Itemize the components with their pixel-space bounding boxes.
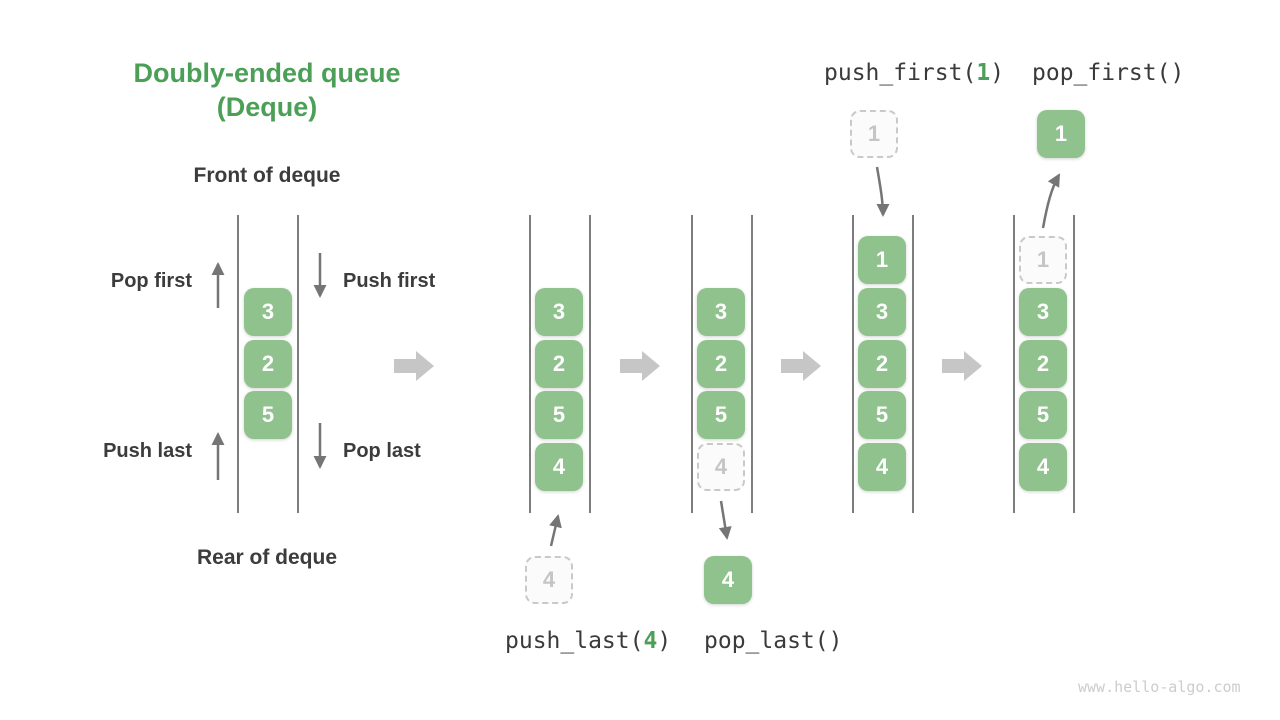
op-text: )	[657, 628, 672, 654]
title-line-2: (Deque)	[216, 92, 318, 122]
queue-cell: 1	[858, 236, 906, 284]
diagram-title: Doubly-ended queue (Deque)	[97, 56, 437, 124]
queue-cell: 5	[697, 391, 745, 439]
push-last-incoming-cell: 4	[525, 556, 573, 604]
op-arg: 1	[976, 60, 991, 86]
queue-wall	[1073, 215, 1075, 513]
queue-wall	[529, 215, 531, 513]
push-last-insert-arrow-icon	[549, 514, 562, 547]
queue-cell: 4	[858, 443, 906, 491]
pop-first-label: Pop first	[110, 270, 192, 292]
queue-cell: 3	[244, 288, 292, 336]
op-label-push-first: push_first(1)	[824, 60, 1004, 86]
queue-cell: 5	[858, 391, 906, 439]
queue-cell: 2	[535, 340, 583, 388]
op-text: push_last(	[505, 628, 644, 654]
watermark: www.hello-algo.com	[1078, 678, 1241, 696]
queue-cell: 4	[1019, 443, 1067, 491]
queue-cell-ghost: 1	[1019, 236, 1067, 284]
transition-arrow-icon	[942, 351, 982, 381]
queue-cell: 2	[858, 340, 906, 388]
pop-last-remove-arrow-icon	[718, 500, 732, 540]
queue-wall	[691, 215, 693, 513]
queue-cell: 4	[535, 443, 583, 491]
pop-last-removed-cell: 4	[704, 556, 752, 604]
transition-arrow-icon	[781, 351, 821, 381]
push-first-insert-arrow-icon	[875, 166, 890, 217]
queue-cell: 2	[244, 340, 292, 388]
push-last-label: Push last	[103, 440, 192, 462]
queue-cell: 5	[535, 391, 583, 439]
queue-wall	[912, 215, 914, 513]
op-label-push-last: push_last(4)	[505, 628, 671, 654]
push-first-incoming-cell: 1	[850, 110, 898, 158]
pop-first-removed-cell: 1	[1037, 110, 1085, 158]
op-text: push_first(	[824, 60, 977, 86]
transition-arrow-icon	[394, 351, 434, 381]
queue-cell-ghost: 4	[697, 443, 745, 491]
queue-cell: 5	[244, 391, 292, 439]
op-label-pop-last: pop_last()	[704, 628, 843, 654]
queue-wall	[751, 215, 753, 513]
op-text: )	[990, 60, 1005, 86]
queue-cell: 3	[535, 288, 583, 336]
op-arg: 4	[643, 628, 658, 654]
title-line-1: Doubly-ended queue	[133, 58, 401, 88]
push-first-label: Push first	[343, 270, 436, 292]
op-label-pop-first: pop_first()	[1032, 60, 1185, 86]
queue-cell: 3	[697, 288, 745, 336]
queue-cell: 2	[1019, 340, 1067, 388]
pop-last-label: Pop last	[343, 440, 421, 462]
queue-cell: 2	[697, 340, 745, 388]
rear-of-deque-label: Rear of deque	[196, 546, 338, 569]
queue-wall	[589, 215, 591, 513]
pop-first-remove-arrow-icon	[1041, 173, 1061, 229]
queue-wall	[237, 215, 239, 513]
front-of-deque-label: Front of deque	[193, 164, 341, 187]
queue-cell: 3	[1019, 288, 1067, 336]
queue-cell: 3	[858, 288, 906, 336]
transition-arrow-icon	[620, 351, 660, 381]
queue-wall	[852, 215, 854, 513]
queue-wall	[297, 215, 299, 513]
queue-cell: 5	[1019, 391, 1067, 439]
queue-wall	[1013, 215, 1015, 513]
